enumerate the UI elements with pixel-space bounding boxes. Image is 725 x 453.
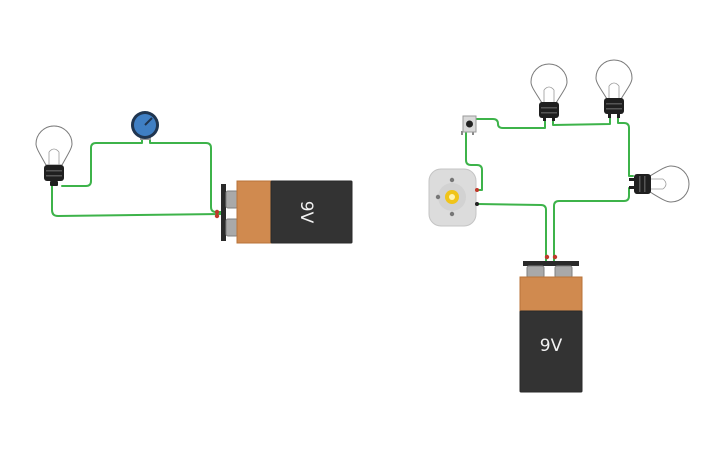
wire-bulb3-to-battery[interactable] bbox=[553, 187, 634, 263]
right-circuit: 9V bbox=[428, 59, 690, 393]
wire-bulb2-to-bulb3[interactable] bbox=[617, 117, 634, 177]
light-bulb-right-2[interactable] bbox=[595, 59, 633, 118]
wire-bulb1-to-bulb2[interactable] bbox=[552, 117, 611, 126]
light-bulb-right-3[interactable] bbox=[629, 165, 690, 203]
wire-pot-to-battery[interactable] bbox=[149, 137, 222, 213]
battery-label-left: 9V bbox=[296, 201, 316, 224]
battery-9v-right[interactable]: 9V bbox=[519, 254, 583, 393]
light-bulb-right-1[interactable] bbox=[530, 63, 568, 121]
wire-battery-to-bulb[interactable] bbox=[51, 185, 222, 217]
wire-bulb-to-pot[interactable] bbox=[61, 137, 143, 187]
wire-button-to-bulb[interactable] bbox=[475, 118, 546, 129]
wire-motor-to-battery[interactable] bbox=[477, 203, 547, 263]
pushbutton[interactable] bbox=[461, 115, 477, 135]
potentiometer[interactable] bbox=[131, 111, 159, 140]
light-bulb-left[interactable] bbox=[35, 125, 73, 186]
battery-9v-left[interactable]: 9V bbox=[214, 180, 353, 244]
battery-snap-connector bbox=[221, 184, 226, 241]
dc-motor[interactable] bbox=[428, 168, 479, 227]
wire-button-to-motor[interactable] bbox=[465, 132, 483, 191]
battery-snap-connector-right bbox=[523, 261, 579, 266]
battery-label-right: 9V bbox=[540, 336, 563, 356]
left-circuit: 9V bbox=[35, 111, 353, 244]
